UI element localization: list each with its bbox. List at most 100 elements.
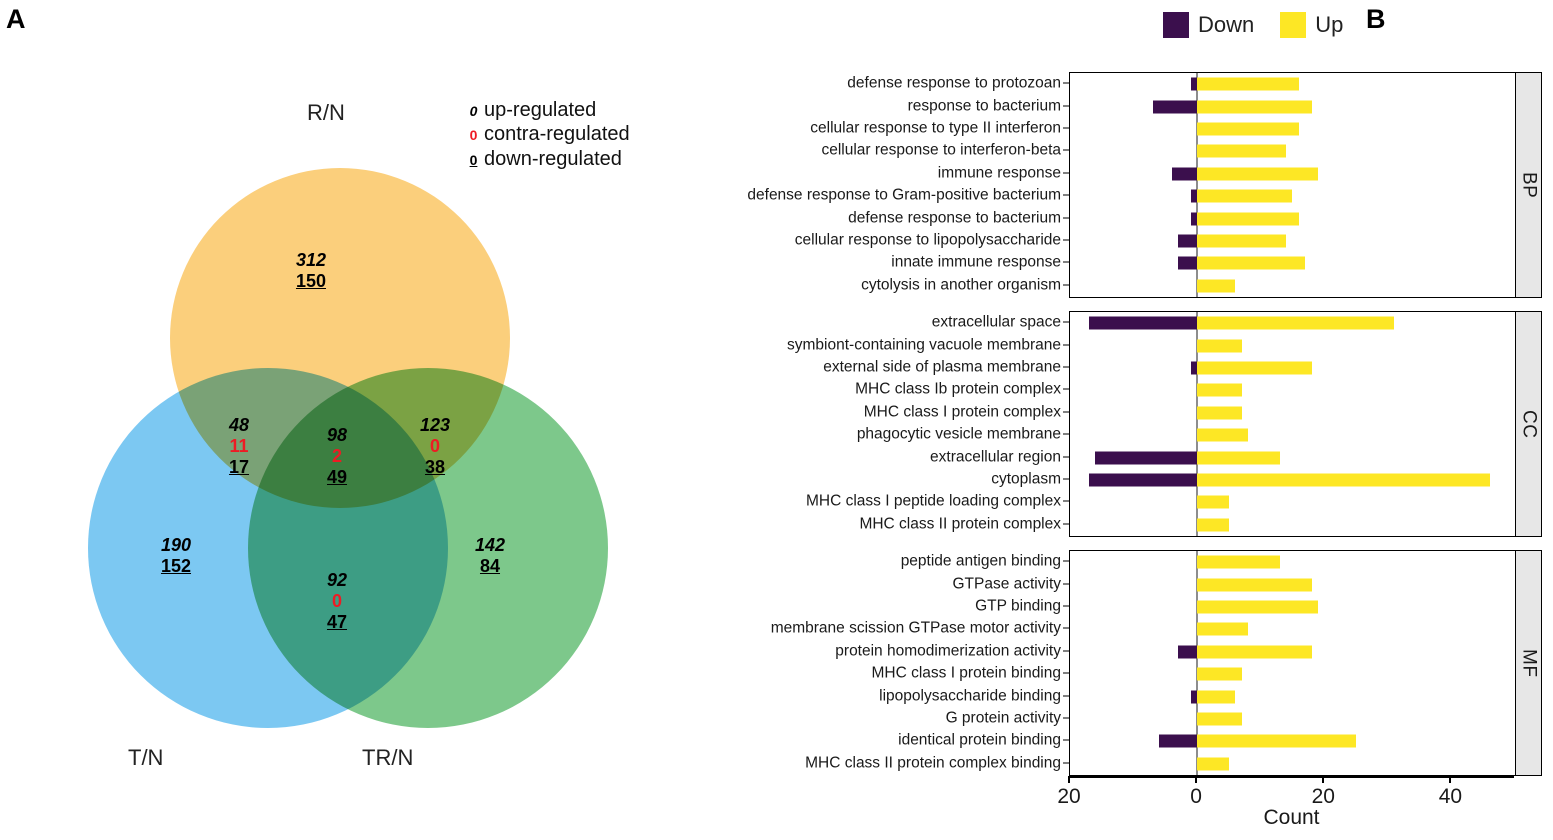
- bar-up: [1197, 690, 1236, 704]
- y-axis-tick: [1063, 672, 1069, 674]
- y-axis-category-label: peptide antigen binding: [900, 552, 1061, 570]
- venn-count-up: 48: [228, 415, 250, 435]
- y-axis-tick: [1063, 560, 1069, 562]
- bar-down: [1089, 316, 1198, 330]
- legend-swatch-up-icon: [1280, 12, 1307, 38]
- bar-up: [1197, 451, 1280, 465]
- y-axis-category-label: extracellular region: [930, 447, 1061, 465]
- legend-item-up: Up: [1280, 12, 1343, 38]
- bar-up: [1197, 316, 1395, 330]
- bar-down: [1178, 234, 1198, 248]
- y-axis-category-label: cytolysis in another organism: [861, 276, 1061, 294]
- y-axis-tick: [1063, 583, 1069, 585]
- venn-count-down: 17: [228, 456, 250, 477]
- bar-down: [1178, 645, 1198, 659]
- y-axis-category-label: cytoplasm: [991, 470, 1061, 488]
- y-axis-category-label: MHC class Ib protein complex: [855, 380, 1061, 398]
- y-axis-tick: [1063, 149, 1069, 151]
- venn-region-tn-trn: 92 0 47: [302, 570, 372, 633]
- venn-legend-label: contra-regulated: [484, 123, 630, 146]
- y-axis-category-label: GTPase activity: [952, 574, 1061, 592]
- y-axis-tick: [1063, 650, 1069, 652]
- y-axis-category-label: immune response: [937, 164, 1061, 182]
- venn-count-down: 38: [424, 456, 446, 477]
- venn-count-up: 142: [474, 535, 506, 555]
- bar-up: [1197, 77, 1299, 91]
- facet-strip-bp: BP: [1516, 72, 1542, 298]
- venn-region-rn-tn: 48 11 17: [204, 415, 274, 478]
- bar-up: [1197, 667, 1242, 681]
- y-axis-tick: [1063, 523, 1069, 525]
- bar-down: [1190, 77, 1198, 91]
- venn-region-all-three: 98 2 49: [302, 425, 372, 488]
- bar-down: [1152, 100, 1198, 114]
- venn-count-contra: 11: [229, 435, 249, 456]
- legend-label-up: Up: [1315, 12, 1344, 37]
- bar-up: [1197, 144, 1287, 158]
- venn-region-rn-only: 312 150: [276, 250, 346, 292]
- venn-set-label-tn: T/N: [128, 745, 164, 770]
- bar-down: [1190, 189, 1198, 203]
- x-axis-tick: [1449, 776, 1452, 783]
- bar-up: [1197, 495, 1229, 509]
- venn-region-trn-only: 142 84: [455, 535, 525, 577]
- y-axis-category-label: membrane scission GTPase motor activity: [770, 619, 1061, 637]
- x-axis-title: Count: [1263, 806, 1320, 829]
- bar-up: [1197, 234, 1287, 248]
- legend-swatch-down-icon: [1163, 12, 1189, 38]
- y-axis-tick: [1063, 239, 1069, 241]
- bar-up: [1197, 167, 1318, 181]
- facet-mf-plot-area: [1069, 550, 1516, 776]
- bar-up: [1197, 518, 1229, 532]
- venn-count-up: 190: [160, 535, 192, 555]
- y-axis-category-label: innate immune response: [891, 253, 1061, 271]
- panel-a-venn: A R/N T/N TR/N 312 150 190 152 142 84 48…: [0, 0, 680, 840]
- y-axis-tick: [1063, 127, 1069, 129]
- bar-up: [1197, 339, 1242, 353]
- y-axis-tick: [1063, 284, 1069, 286]
- y-axis-tick: [1063, 321, 1069, 323]
- y-axis-category-label: G protein activity: [945, 709, 1061, 727]
- bar-up: [1197, 256, 1306, 270]
- x-axis-tick-label: 20: [1311, 785, 1335, 808]
- y-axis-category-label: MHC class I protein binding: [871, 664, 1061, 682]
- venn-legend-item-down: 0 down-regulated: [468, 147, 630, 171]
- y-axis-category-label: defense response to bacterium: [848, 208, 1061, 226]
- y-axis-category-label: defense response to protozoan: [847, 74, 1061, 92]
- y-axis-category-label: MHC class I peptide loading complex: [805, 492, 1061, 510]
- x-axis-tick-label: 0: [1190, 785, 1202, 808]
- legend-glyph-down-icon: 0: [469, 151, 478, 168]
- bar-up: [1197, 122, 1299, 136]
- legend-glyph-contra-icon: 0: [469, 127, 478, 144]
- venn-legend-label: up-regulated: [484, 99, 597, 121]
- venn-circle-trn: [248, 368, 608, 728]
- y-axis-tick: [1063, 388, 1069, 390]
- x-axis-tick: [1068, 776, 1070, 783]
- bar-up: [1197, 645, 1312, 659]
- bar-chart-legend: Down Up: [1163, 12, 1343, 38]
- y-axis-tick: [1063, 217, 1069, 219]
- y-axis-category-label: defense response to Gram-positive bacter…: [747, 186, 1061, 204]
- y-axis-tick: [1063, 695, 1069, 697]
- x-axis-line: [1069, 776, 1514, 778]
- y-axis-tick: [1063, 478, 1069, 480]
- y-axis-tick: [1063, 82, 1069, 84]
- zero-reference-line: [1196, 73, 1199, 297]
- venn-count-up: 92: [326, 570, 348, 590]
- x-axis-tick-label: 20: [1057, 785, 1081, 808]
- facet-strip-cc: CC: [1516, 311, 1542, 537]
- y-axis-tick: [1063, 762, 1069, 764]
- legend-item-down: Down: [1163, 12, 1254, 38]
- y-axis-tick: [1063, 456, 1069, 458]
- y-axis-category-label: external side of plasma membrane: [823, 358, 1061, 376]
- bar-up: [1197, 757, 1229, 771]
- zero-reference-line: [1196, 551, 1199, 775]
- bar-down: [1178, 256, 1198, 270]
- y-axis-category-label: GTP binding: [975, 597, 1061, 615]
- y-axis-tick: [1063, 411, 1069, 413]
- y-axis-tick: [1063, 605, 1069, 607]
